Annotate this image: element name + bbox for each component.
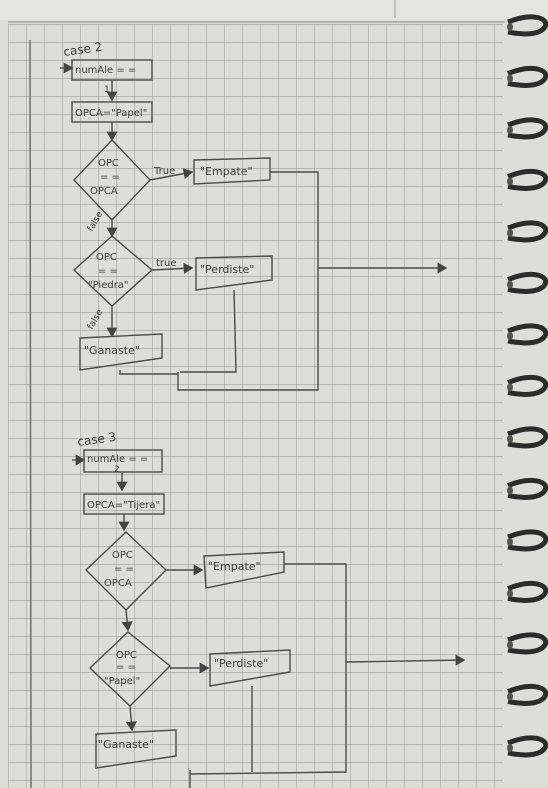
case3-output1-text: "Empate"	[208, 560, 261, 573]
case2-decision1-line1: OPC	[98, 158, 119, 169]
spiral-ring	[507, 375, 548, 397]
case2-output1-box	[193, 157, 271, 185]
spiral-ring	[507, 14, 548, 37]
case3-condition-line2: 2	[114, 465, 120, 475]
case3-output2-box	[209, 649, 291, 687]
spiral-ring	[507, 581, 548, 603]
case3-decision1-line2: = =	[114, 564, 134, 575]
spiral-hole	[507, 229, 513, 237]
spiral-hole	[507, 74, 513, 83]
case3-assign-text: OPCA="Tijera"	[87, 500, 160, 511]
spiral-hole	[507, 383, 513, 392]
case3-condition-line1: numAle = =	[87, 454, 148, 465]
case2-condition-line2: 1	[104, 85, 110, 95]
case2-decision2-true: true	[156, 258, 177, 269]
spiral-hole	[507, 486, 513, 495]
spiral-ring	[507, 272, 548, 294]
case3-output2-text: "Perdiste"	[214, 657, 268, 670]
case3-decision2-line1: OPC	[116, 650, 137, 661]
grid-lines	[8, 24, 503, 788]
case2-output3-text: "Ganaste"	[84, 344, 140, 357]
case2-output2-text: "Perdiste"	[200, 263, 254, 276]
spiral-ring	[507, 323, 548, 346]
top-edge	[0, 0, 548, 20]
case3-output3-box	[95, 729, 177, 769]
case3-output1-box	[203, 551, 285, 589]
case-2-flowchart	[60, 59, 448, 391]
spiral-hole	[507, 280, 513, 289]
spiral-hole	[507, 538, 513, 546]
spiral-hole	[507, 692, 513, 701]
spiral-hole	[507, 126, 513, 134]
spiral-ring	[507, 478, 548, 500]
margin-line	[29, 39, 32, 788]
case3-decision1-line1: OPC	[112, 550, 133, 561]
case3-decision2-line2: = =	[116, 662, 136, 673]
case2-output3-box	[79, 333, 163, 371]
spiral-ring	[507, 529, 548, 552]
case2-decision1-true: True	[153, 166, 175, 177]
case2-output2-box	[195, 255, 273, 291]
spiral-ring	[507, 735, 548, 758]
case3-title: case 3	[76, 430, 117, 449]
spiral-ring	[507, 220, 548, 243]
spiral-hole	[507, 23, 513, 31]
case3-decision2-line3: "Papel"	[104, 676, 140, 687]
case3-output3-text: "Ganaste"	[98, 738, 154, 751]
case2-condition-line1: numAle = =	[75, 65, 136, 76]
case-3-flowchart	[72, 449, 466, 788]
spiral-ring	[507, 66, 548, 88]
spiral-ring	[507, 117, 548, 140]
spiral-hole	[507, 177, 513, 186]
case2-decision1-line3: OPCA	[90, 186, 118, 197]
spiral-hole	[507, 589, 513, 598]
case3-decision1-line3: OPCA	[104, 578, 132, 589]
case2-decision2-line1: OPC	[96, 252, 117, 263]
spiral-hole	[507, 641, 513, 649]
spiral-ring	[507, 684, 548, 706]
case2-assign-text: OPCA="Papel"	[75, 108, 147, 119]
spiral-hole	[507, 744, 513, 752]
spiral-ring	[507, 632, 548, 655]
case3-condition-box	[83, 449, 163, 473]
spiral-ring	[507, 426, 548, 449]
spiral-binding	[507, 14, 548, 758]
spiral-hole	[507, 332, 513, 340]
spiral-ring	[507, 169, 548, 191]
spiral-hole	[507, 435, 513, 443]
case2-title: case 2	[62, 40, 103, 59]
case2-decision2-line3: "Piedra"	[88, 280, 129, 291]
case2-decision2-line2: = =	[98, 266, 118, 277]
case2-decision1-line2: = =	[100, 172, 120, 183]
case2-output1-text: "Empate"	[200, 165, 253, 178]
